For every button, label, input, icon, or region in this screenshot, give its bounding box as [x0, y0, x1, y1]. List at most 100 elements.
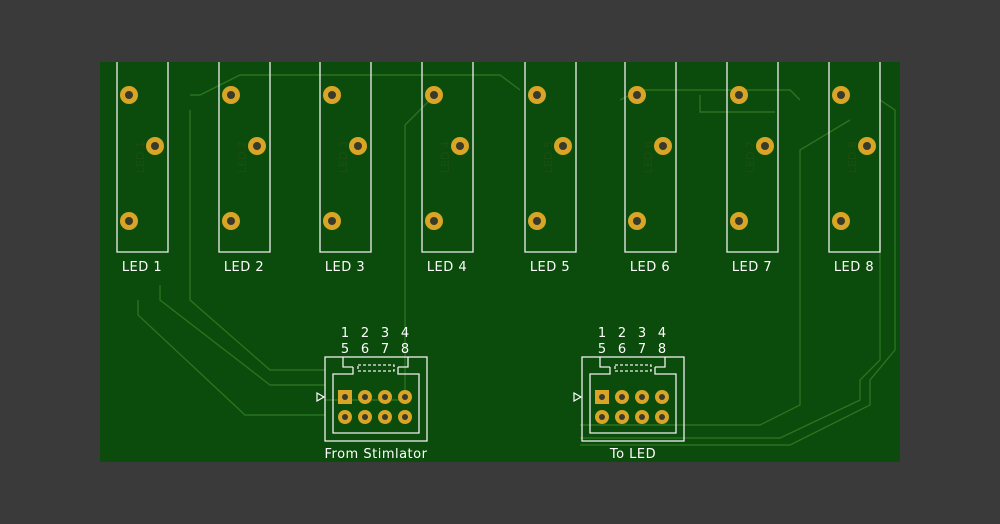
pin-number: 2: [361, 326, 369, 341]
connector-pad-6: [358, 410, 372, 424]
connector-shroud: [589, 367, 677, 434]
connector-body-outline: [324, 356, 428, 442]
led-pad-cathode: [146, 137, 164, 155]
pin-number: 5: [598, 342, 606, 357]
connector-pad-2: [358, 390, 372, 404]
led-ghost-label: LED 5: [542, 141, 555, 173]
pin-number: 5: [341, 342, 349, 357]
led-label: LED 4: [427, 260, 467, 275]
led-pad-3: [120, 212, 138, 230]
led-pad-anode: [528, 86, 546, 104]
connector-shroud: [332, 367, 420, 434]
led-footprint-2: LED 2 LED 2: [218, 62, 271, 275]
led-label: LED 1: [122, 260, 162, 275]
connector-body-outline: [581, 356, 685, 442]
led-ghost-label: LED 4: [439, 141, 452, 173]
led-outline: [421, 62, 474, 253]
led-pad-anode: [323, 86, 341, 104]
connector-pad-1: [595, 390, 609, 404]
led-footprint-5: LED 5 LED 5: [524, 62, 577, 275]
led-pad-cathode: [554, 137, 572, 155]
led-label: LED 5: [530, 260, 570, 275]
led-pad-anode: [120, 86, 138, 104]
led-ghost-label: LED 8: [846, 141, 859, 173]
led-pad-cathode: [654, 137, 672, 155]
pin-number: 6: [361, 342, 369, 357]
connector-pad-5: [338, 410, 352, 424]
led-pad-anode: [730, 86, 748, 104]
led-pad-cathode: [756, 137, 774, 155]
led-pad-3: [222, 212, 240, 230]
connector-label: From Stimlator: [325, 447, 428, 462]
led-outline: [116, 62, 169, 253]
led-ghost-label: LED 1: [134, 141, 147, 173]
led-pad-3: [425, 212, 443, 230]
led-pad-3: [323, 212, 341, 230]
led-ghost-label: LED 2: [236, 141, 249, 173]
led-pad-cathode: [451, 137, 469, 155]
led-outline: [624, 62, 677, 253]
led-pad-3: [528, 212, 546, 230]
connector-pad-5: [595, 410, 609, 424]
led-label: LED 7: [732, 260, 772, 275]
led-footprint-1: LED 1 LED 1: [116, 62, 169, 275]
led-pad-cathode: [248, 137, 266, 155]
connector-pad-7: [378, 410, 392, 424]
led-outline: [319, 62, 372, 253]
connector-pad-4: [398, 390, 412, 404]
connector-pad-1: [338, 390, 352, 404]
pin-number: 3: [381, 326, 389, 341]
led-outline: [218, 62, 271, 253]
led-outline: [726, 62, 779, 253]
led-footprint-7: LED 7 LED 7: [726, 62, 779, 275]
led-pad-3: [628, 212, 646, 230]
connector-key: [357, 364, 395, 372]
pin-number: 1: [341, 326, 349, 341]
connector-pad-6: [615, 410, 629, 424]
led-ghost-label: LED 6: [642, 141, 655, 173]
pin-number: 7: [381, 342, 389, 357]
connector-pad-8: [655, 410, 669, 424]
connector-pad-7: [635, 410, 649, 424]
connector-pad-3: [635, 390, 649, 404]
pin-number: 6: [618, 342, 626, 357]
pcb-board: [100, 62, 900, 462]
connector-pad-8: [398, 410, 412, 424]
led-pad-anode: [628, 86, 646, 104]
pin-number: 4: [658, 326, 666, 341]
led-label: LED 8: [834, 260, 874, 275]
pin-number: 2: [618, 326, 626, 341]
led-footprint-3: LED 3 LED 3: [319, 62, 372, 275]
led-pad-anode: [425, 86, 443, 104]
led-pad-3: [832, 212, 850, 230]
led-ghost-label: LED 7: [744, 141, 757, 173]
connector-label: To LED: [609, 447, 656, 462]
led-label: LED 2: [224, 260, 264, 275]
led-outline: [828, 62, 881, 253]
connector-pad-2: [615, 390, 629, 404]
connector-key: [614, 364, 652, 372]
pin1-marker: [573, 391, 583, 403]
pin-number: 4: [401, 326, 409, 341]
led-label: LED 3: [325, 260, 365, 275]
led-pad-anode: [222, 86, 240, 104]
led-pad-cathode: [858, 137, 876, 155]
led-footprint-8: LED 8 LED 8: [828, 62, 881, 275]
connector-pad-4: [655, 390, 669, 404]
pin-number: 1: [598, 326, 606, 341]
led-label: LED 6: [630, 260, 670, 275]
led-pad-3: [730, 212, 748, 230]
led-footprint-6: LED 6 LED 6: [624, 62, 677, 275]
led-ghost-label: LED 3: [337, 141, 350, 173]
pin-number: 3: [638, 326, 646, 341]
pin1-marker: [316, 391, 326, 403]
led-outline: [524, 62, 577, 253]
led-pad-cathode: [349, 137, 367, 155]
led-pad-anode: [832, 86, 850, 104]
led-footprint-4: LED 4 LED 4: [421, 62, 474, 275]
pin-number: 7: [638, 342, 646, 357]
pin-number: 8: [658, 342, 666, 357]
